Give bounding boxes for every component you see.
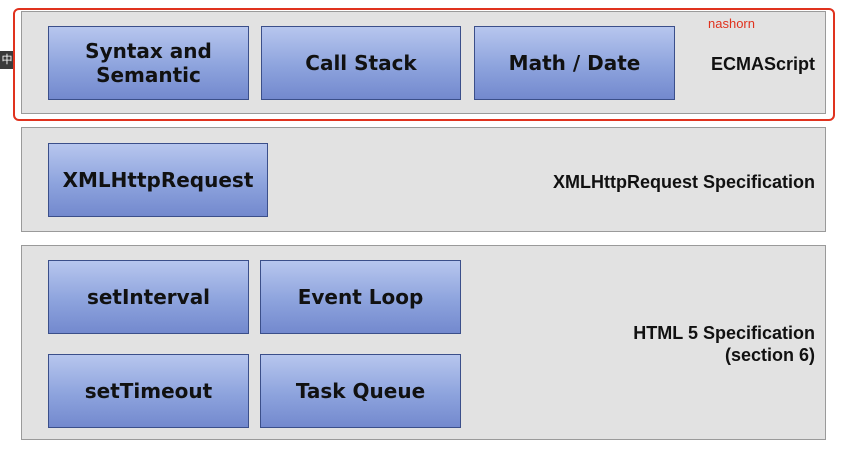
box-task-queue: Task Queue	[260, 354, 461, 428]
box-xmlhttprequest: XMLHttpRequest	[48, 143, 268, 217]
layer-ecmascript: Syntax and Semantic Call Stack Math / Da…	[21, 11, 826, 114]
highlight-ecmascript-frame	[13, 8, 835, 121]
input-method-indicator: 中	[0, 51, 14, 69]
box-syntax-and-semantic: Syntax and Semantic	[48, 26, 249, 100]
layer-label-xhr: XMLHttpRequest Specification	[552, 172, 815, 192]
layer-html5: setInterval Event Loop setTimeout Task Q…	[21, 245, 826, 440]
layer-label-ecmascript: ECMAScript	[710, 54, 815, 74]
box-event-loop: Event Loop	[260, 260, 461, 334]
box-settimeout: setTimeout	[48, 354, 249, 428]
box-math-date: Math / Date	[474, 26, 675, 100]
annotation-nashorn: nashorn	[708, 16, 755, 31]
layer-label-html5: HTML 5 Specification (section 6)	[633, 323, 815, 365]
box-setinterval: setInterval	[48, 260, 249, 334]
layer-xhr: XMLHttpRequest XMLHttpRequest Specificat…	[21, 127, 826, 232]
box-call-stack: Call Stack	[261, 26, 461, 100]
